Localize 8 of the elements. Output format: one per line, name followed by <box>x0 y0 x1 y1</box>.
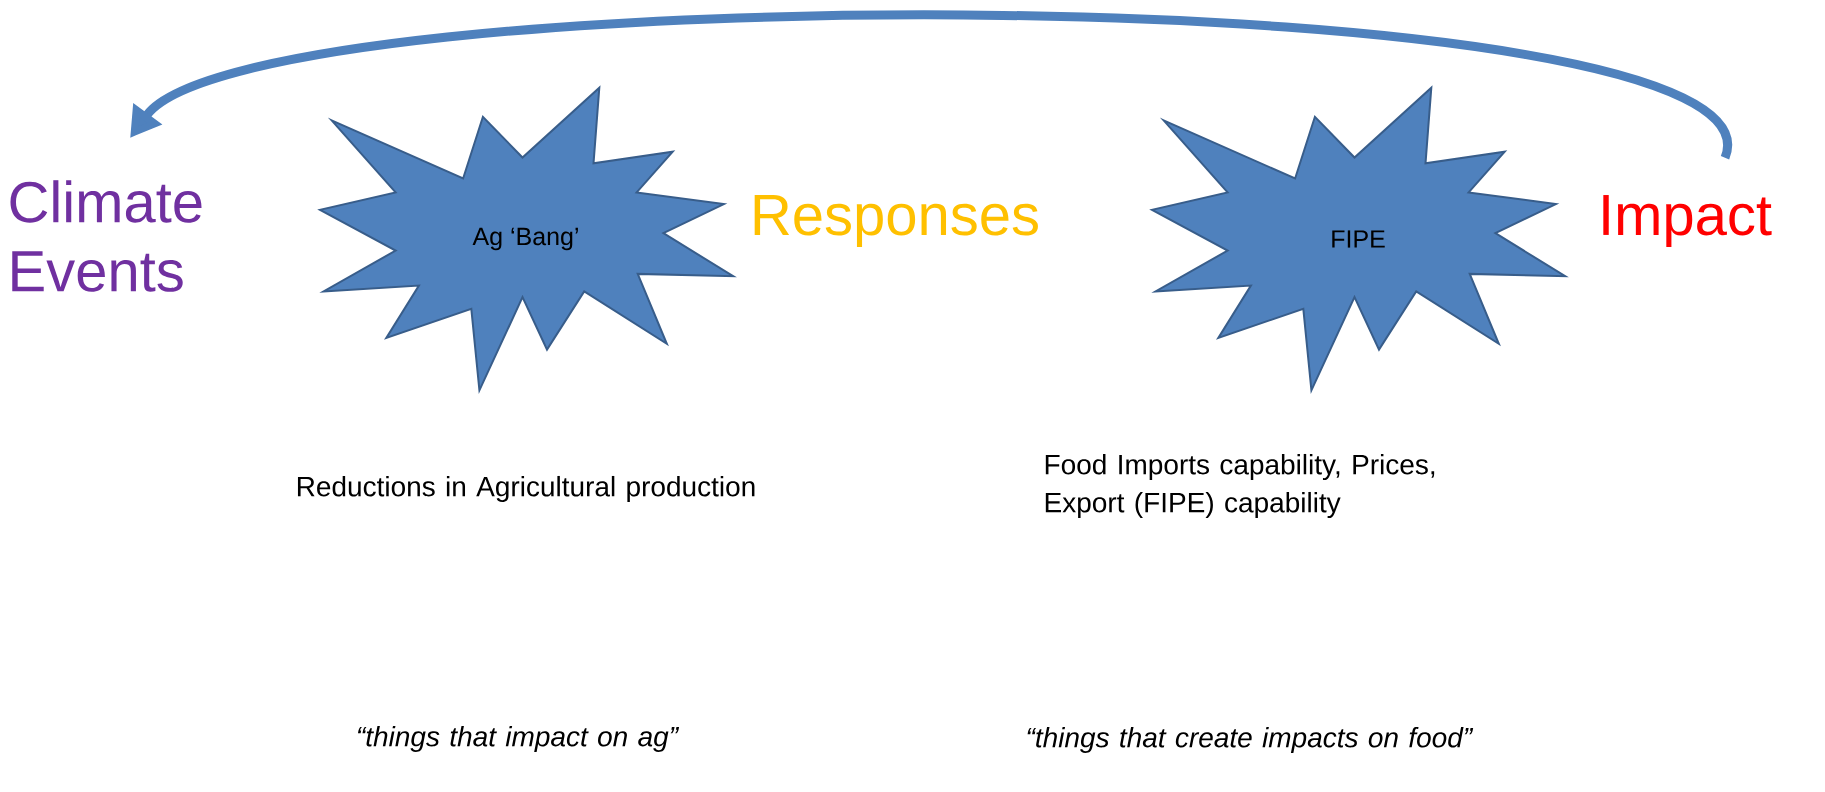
heading-text: Impact <box>1603 195 1772 247</box>
caption-text: Food Imports capability, Prices, Export (FIPE) capability <box>1045 453 1435 519</box>
heading-text: Climate Events <box>10 180 202 292</box>
caption-text: Reductions in Agricultural production <box>297 475 755 503</box>
heading-text: Responses <box>754 195 1038 247</box>
quote-text: “things that impact on ag” <box>357 725 680 753</box>
curved-arrow <box>130 10 1730 160</box>
quote-text: “things that create impacts on food” <box>1027 726 1474 754</box>
